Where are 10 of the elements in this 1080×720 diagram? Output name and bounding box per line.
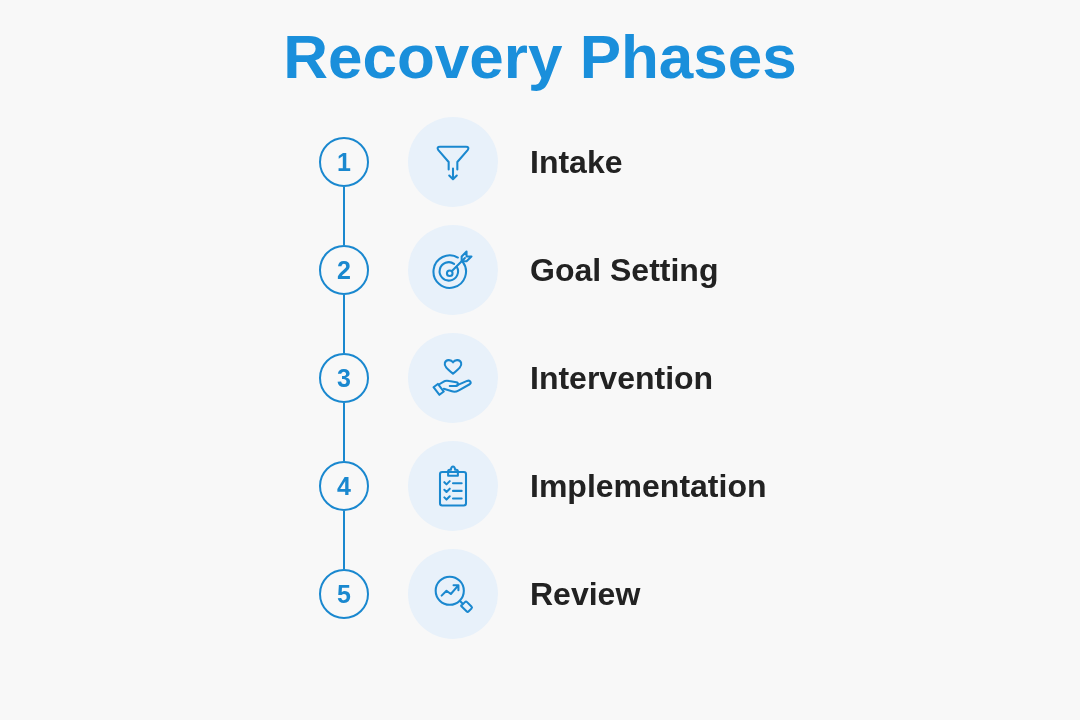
connector-line [343, 186, 345, 246]
connector-line [343, 402, 345, 462]
connector-line [343, 510, 345, 570]
phase-label: Implementation [530, 467, 767, 505]
title: Recovery Phases [282, 21, 798, 93]
connector-line [343, 294, 345, 354]
phase-label: Intake [530, 143, 623, 181]
phase-label: Intervention [530, 359, 714, 397]
phase-label: Goal Setting [530, 251, 719, 289]
phase-label: Review [530, 575, 641, 613]
